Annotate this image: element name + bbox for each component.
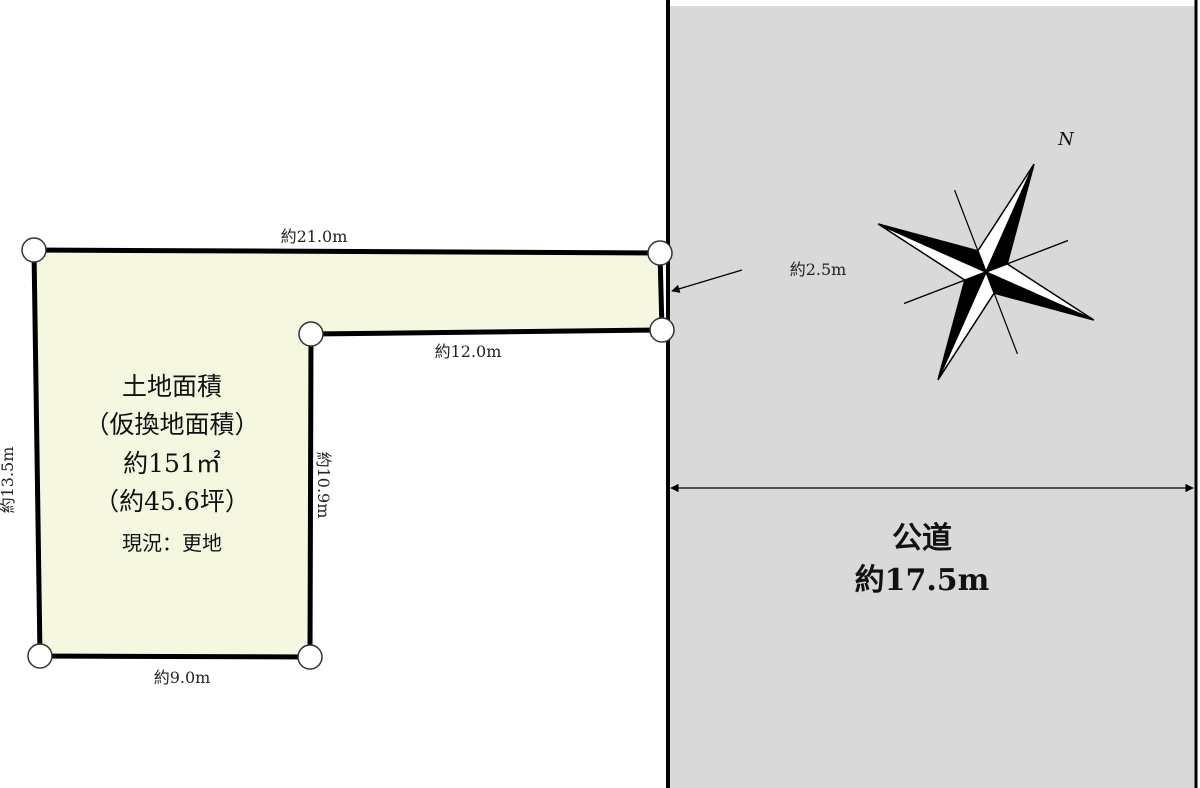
lot-subtitle: （仮換地面積） xyxy=(84,410,259,439)
dimension-left: 約13.5m xyxy=(0,447,17,514)
corner-marker xyxy=(649,317,675,343)
compass-north-label: N xyxy=(1057,129,1075,150)
road-width: 約17.5m xyxy=(855,563,990,598)
corner-marker xyxy=(21,237,47,263)
dimension-inner-top: 約12.0m xyxy=(435,342,502,361)
corner-marker xyxy=(647,240,673,266)
lot-area-sqm: 約151㎡ xyxy=(123,449,221,478)
corner-marker xyxy=(298,321,324,347)
corner-marker xyxy=(297,644,323,670)
corner-marker xyxy=(27,643,53,669)
dimension-bottom: 約9.0m xyxy=(154,668,211,687)
frontage-arrow xyxy=(671,269,743,293)
lot-title: 土地面積 xyxy=(122,372,222,401)
dimension-top: 約21.0m xyxy=(281,227,348,246)
lot-status: 現況：更地 xyxy=(122,531,222,555)
road-area xyxy=(668,6,1196,788)
lot-area-tsubo: （約45.6坪） xyxy=(94,487,250,516)
dimension-inner-right: 約10.9m xyxy=(314,452,333,519)
dimension-frontage: 約2.5m xyxy=(790,260,847,279)
compass-rose-icon xyxy=(877,163,1095,381)
road-name: 公道 xyxy=(892,521,952,556)
